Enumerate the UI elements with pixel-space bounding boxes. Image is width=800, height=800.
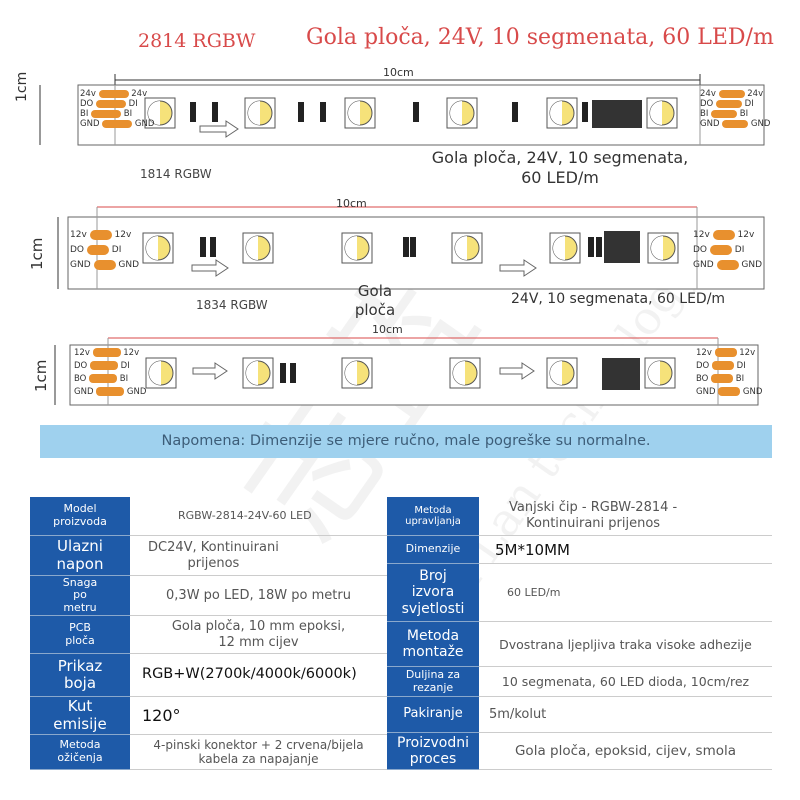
spec-value-pcb: Gola ploča, 10 mm epoksi, 12 mm cijev	[130, 616, 387, 654]
spec-value-color: RGB+W(2700k/4000k/6000k)	[130, 654, 387, 697]
strip-3-height: 1cm	[32, 359, 50, 392]
strip-3-length: 10cm	[372, 323, 403, 336]
spec-value-dimensions: 5M*10MM	[479, 536, 772, 564]
spec-value-wiring: 4-pinski konektor + 2 crvena/bijela kabe…	[130, 735, 387, 770]
spec-label-cut-length: Duljina za rezanje	[387, 667, 479, 697]
spec-value-input-voltage: DC24V, Kontinuirani prijenos	[130, 536, 387, 576]
product-subtitle: Gola ploča, 24V, 10 segmenata, 60 LED/m	[306, 25, 774, 50]
spec-label-input-voltage: Ulazni napon	[30, 536, 130, 576]
strip-2-model: 1834 RGBW	[196, 298, 268, 312]
spec-label-mounting: Metoda montaže	[387, 622, 479, 667]
spec-value-model: RGBW-2814-24V-60 LED	[130, 497, 387, 536]
spec-label-control: Metoda upravljanja	[387, 497, 479, 536]
spec-value-control: Vanjski čip - RGBW-2814 - Kontinuirani p…	[479, 497, 772, 536]
spec-value-light-sources: 60 LED/m	[479, 564, 772, 622]
strip-2-length: 10cm	[336, 197, 367, 210]
spec-value-power: 0,3W po LED, 18W po metru	[130, 576, 387, 616]
strip-3-pins-right: 12v 12v DO DI BO BI GND GND	[696, 348, 763, 397]
spec-label-light-sources: Broj izvora svjetlosti	[387, 564, 479, 622]
strip-2-drawing	[57, 206, 765, 290]
measurement-note: Napomena: Dimenzije se mjere ručno, male…	[40, 425, 772, 458]
strip-1-drawing	[39, 74, 765, 146]
strip-1-length: 10cm	[383, 66, 414, 79]
spec-value-angle: 120°	[130, 697, 387, 735]
strip-2-description-a: Gola ploča	[354, 282, 396, 319]
strip-1-pins-left: 24v 24v DO DI BI BI GND GND	[80, 89, 155, 129]
spec-label-angle: Kut emisije	[30, 697, 130, 735]
spec-label-packaging: Pakiranje	[387, 697, 479, 733]
spec-label-dimensions: Dimenzije	[387, 536, 479, 564]
product-title: 2814 RGBW	[138, 30, 256, 52]
strip-3-drawing	[54, 337, 759, 406]
spec-table: Model proizvoda Ulazni napon Snaga po me…	[30, 497, 772, 770]
spec-value-packaging: 5m/kolut	[479, 697, 772, 733]
strip-1-description: Gola ploča, 24V, 10 segmenata, 60 LED/m	[431, 148, 689, 187]
spec-label-color: Prikaz boja	[30, 654, 130, 697]
strip-3-pins-left: 12v 12v DO DI BO BI GND GND	[74, 348, 147, 397]
strip-1-pins-right: 24v 24v DO DI BI BI GND GND	[700, 89, 771, 129]
spec-value-process: Gola ploča, epoksid, cijev, smola	[479, 733, 772, 770]
strip-2-height: 1cm	[28, 237, 46, 270]
strip-2-leds	[142, 232, 679, 264]
spec-label-process: Proizvodni proces	[387, 733, 479, 770]
strip-1-height: 1cm	[14, 71, 30, 102]
spec-value-mounting: Dvostrana ljepljiva traka visoke adhezij…	[479, 622, 772, 667]
spec-label-pcb: PCB ploča	[30, 616, 130, 654]
spec-label-power: Snaga po metru	[30, 576, 130, 616]
strip-3-leds	[145, 357, 676, 389]
strip-2-pins-left: 12v 12v DO DI GND GND	[70, 229, 140, 270]
strip-2-pins-right: 12v 12v DO DI GND GND	[693, 229, 763, 270]
spec-label-wiring: Metoda ožičenja	[30, 735, 130, 770]
strip-1-leds	[144, 97, 678, 129]
strip-2-description-b: 24V, 10 segmenata, 60 LED/m	[511, 291, 726, 307]
strip-1-model: 1814 RGBW	[140, 167, 212, 181]
spec-value-cut-length: 10 segmenata, 60 LED dioda, 10cm/rez	[479, 667, 772, 697]
spec-label-model: Model proizvoda	[30, 497, 130, 536]
